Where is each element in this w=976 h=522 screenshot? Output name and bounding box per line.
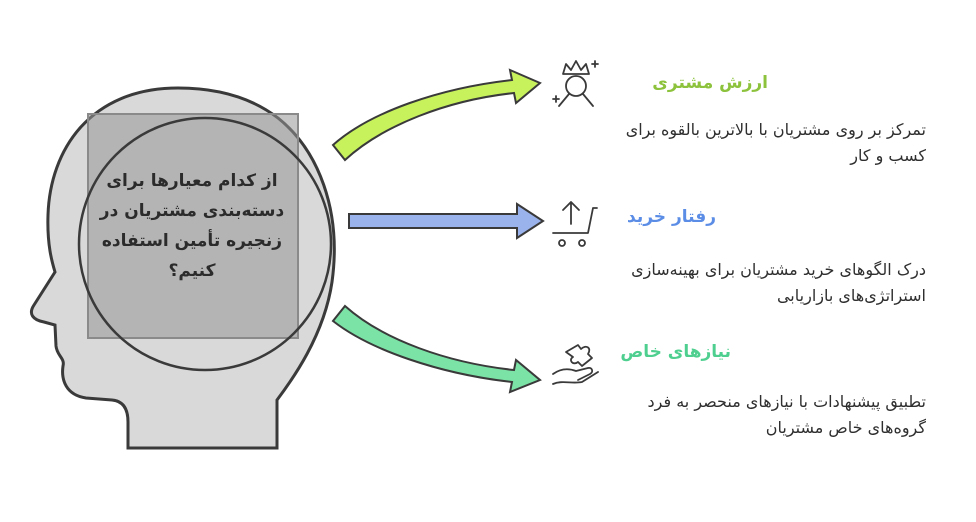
hand-puzzle-icon <box>552 344 599 385</box>
desc-customer-value: تمرکز بر روی مشتریان با بالاترین بالقوه … <box>625 120 926 165</box>
desc-purchase-behavior: درک الگوهای خرید مشتریان برای بهینه‌سازی… <box>631 260 926 305</box>
frame-square <box>87 113 299 339</box>
title-customer-value: ارزش مشتری <box>652 73 768 93</box>
central-question: از کدام معیارها برای دسته‌بندی مشتریان د… <box>99 171 285 281</box>
title-purchase-behavior: رفتار خرید <box>627 207 716 227</box>
title-specific-needs: نیازهای خاص <box>620 342 731 362</box>
arrow-customer-value <box>331 68 542 162</box>
crown-person-icon <box>552 60 599 107</box>
arrow-specific-needs <box>331 304 542 394</box>
arrow-purchase-behavior <box>348 202 545 240</box>
frame-circle <box>77 116 333 372</box>
cart-upload-icon <box>552 201 598 247</box>
desc-specific-needs: تطبیق پیشنهادات با نیازهای منحصر به فرد … <box>647 392 926 437</box>
